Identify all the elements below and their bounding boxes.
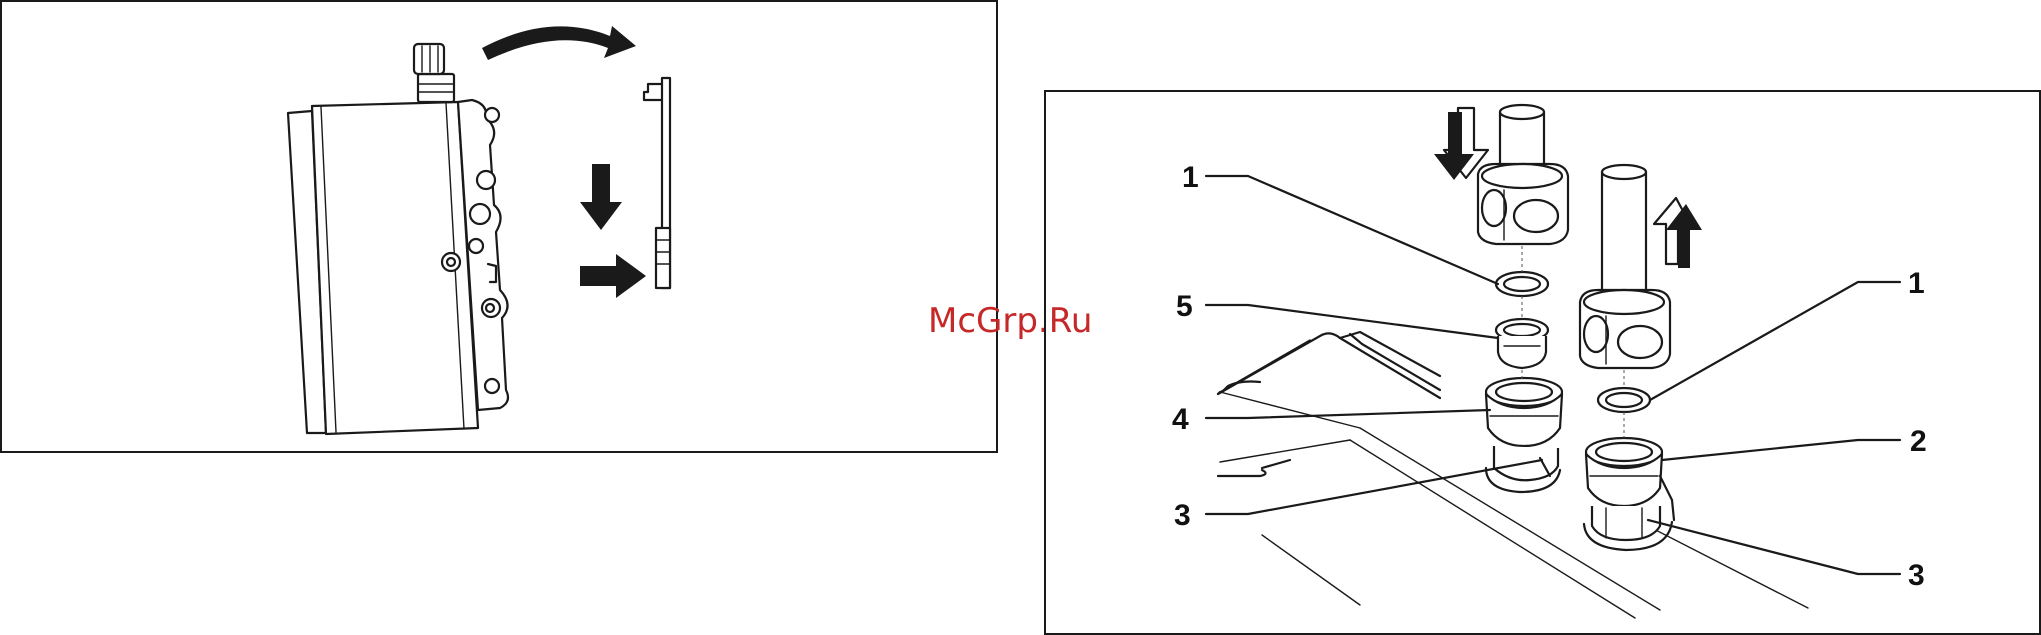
- callout-2: 2: [1910, 425, 1927, 458]
- callout-1-right: 1: [1908, 267, 1925, 300]
- callout-5: 5: [1176, 290, 1193, 323]
- arrow-right-icon: [580, 254, 646, 298]
- watermark: McGrp.Ru: [928, 301, 1092, 341]
- mounting-panel: [1, 1, 997, 452]
- arrow-down-icon: [580, 164, 622, 230]
- arrow-up-icon: [1654, 198, 1702, 268]
- callout-1-left: 1: [1182, 161, 1199, 194]
- fitting-panel: 1 5 4 3 1 2 3: [1045, 91, 2040, 634]
- curved-arrow-icon: [482, 26, 636, 60]
- callout-3-left: 3: [1174, 499, 1191, 532]
- enclosure-housing: [288, 44, 508, 434]
- mounting-rail: [644, 78, 670, 288]
- callout-3-right: 3: [1908, 559, 1925, 592]
- left-fitting-stack: [1478, 105, 1568, 492]
- callout-4: 4: [1172, 403, 1189, 436]
